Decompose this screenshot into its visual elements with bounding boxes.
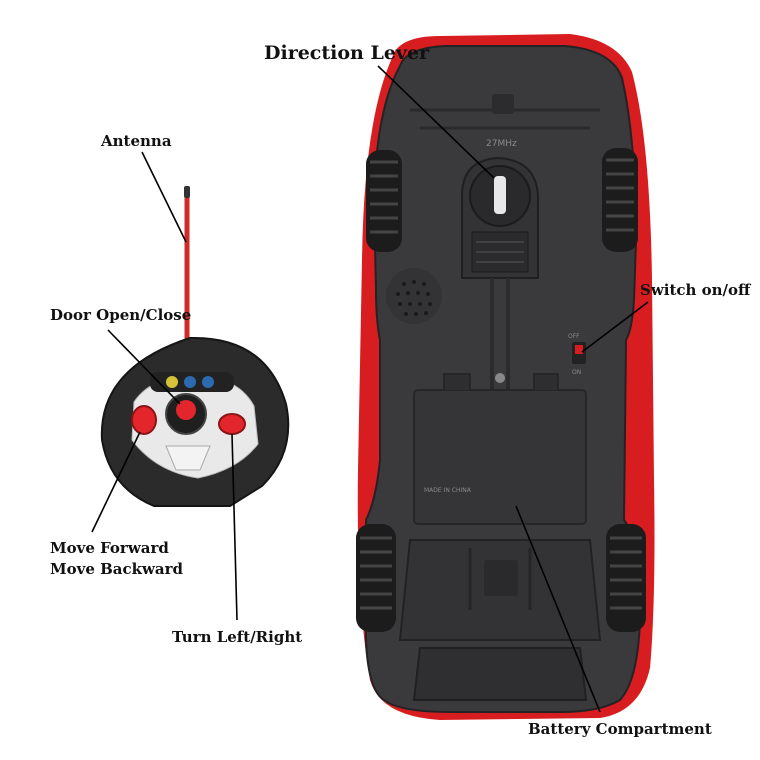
battery-compartment-line	[515, 505, 601, 713]
rear-left-wheel	[356, 524, 396, 632]
power-switch[interactable]: OFF ON	[568, 333, 586, 376]
rear-motor-housing	[398, 539, 602, 641]
move-forward-line	[91, 431, 141, 533]
spine-screw	[495, 373, 505, 383]
label-turn-left-right: Turn Left/Right	[172, 628, 303, 646]
label-battery-compartment: Battery Compartment	[528, 720, 712, 738]
rc-car-underside: 27MHz	[356, 34, 655, 720]
top-tab	[492, 94, 514, 114]
turn-left-right-line	[231, 433, 238, 621]
rear-right-wheel	[606, 524, 646, 632]
battery-compartment-cover[interactable]: MADE IN CHINA	[413, 373, 587, 525]
front-right-wheel	[602, 148, 638, 252]
antenna-line	[141, 151, 187, 243]
front-left-wheel	[366, 150, 402, 252]
direction-lever[interactable]	[494, 176, 506, 214]
direction-lever-line	[377, 65, 495, 179]
direction-lever-housing	[461, 156, 539, 279]
frequency-marking: 27MHz	[486, 139, 517, 149]
switch-off-marking: OFF	[568, 333, 580, 340]
turn-left-right-button[interactable]	[218, 413, 246, 435]
rear-bumper	[412, 647, 588, 701]
remote-controller	[100, 186, 290, 507]
label-switch-on-off: Switch on/off	[640, 281, 751, 299]
remote-spokes	[165, 445, 211, 471]
label-move-forward: Move Forward	[50, 539, 169, 557]
label-antenna: Antenna	[101, 132, 172, 150]
move-forward-backward-button[interactable]	[131, 405, 157, 435]
made-in-marking: MADE IN CHINA	[424, 487, 472, 494]
switch-on-marking: ON	[572, 369, 581, 376]
door-open-close-line	[107, 329, 181, 405]
antenna-tip	[184, 186, 190, 198]
speaker-grille	[386, 268, 442, 324]
leader-lines	[91, 65, 649, 713]
label-door-open-close: Door Open/Close	[50, 306, 192, 324]
label-move-backward: Move Backward	[50, 560, 184, 578]
switch-line	[581, 301, 649, 353]
label-direction-lever: Direction Lever	[264, 42, 430, 64]
